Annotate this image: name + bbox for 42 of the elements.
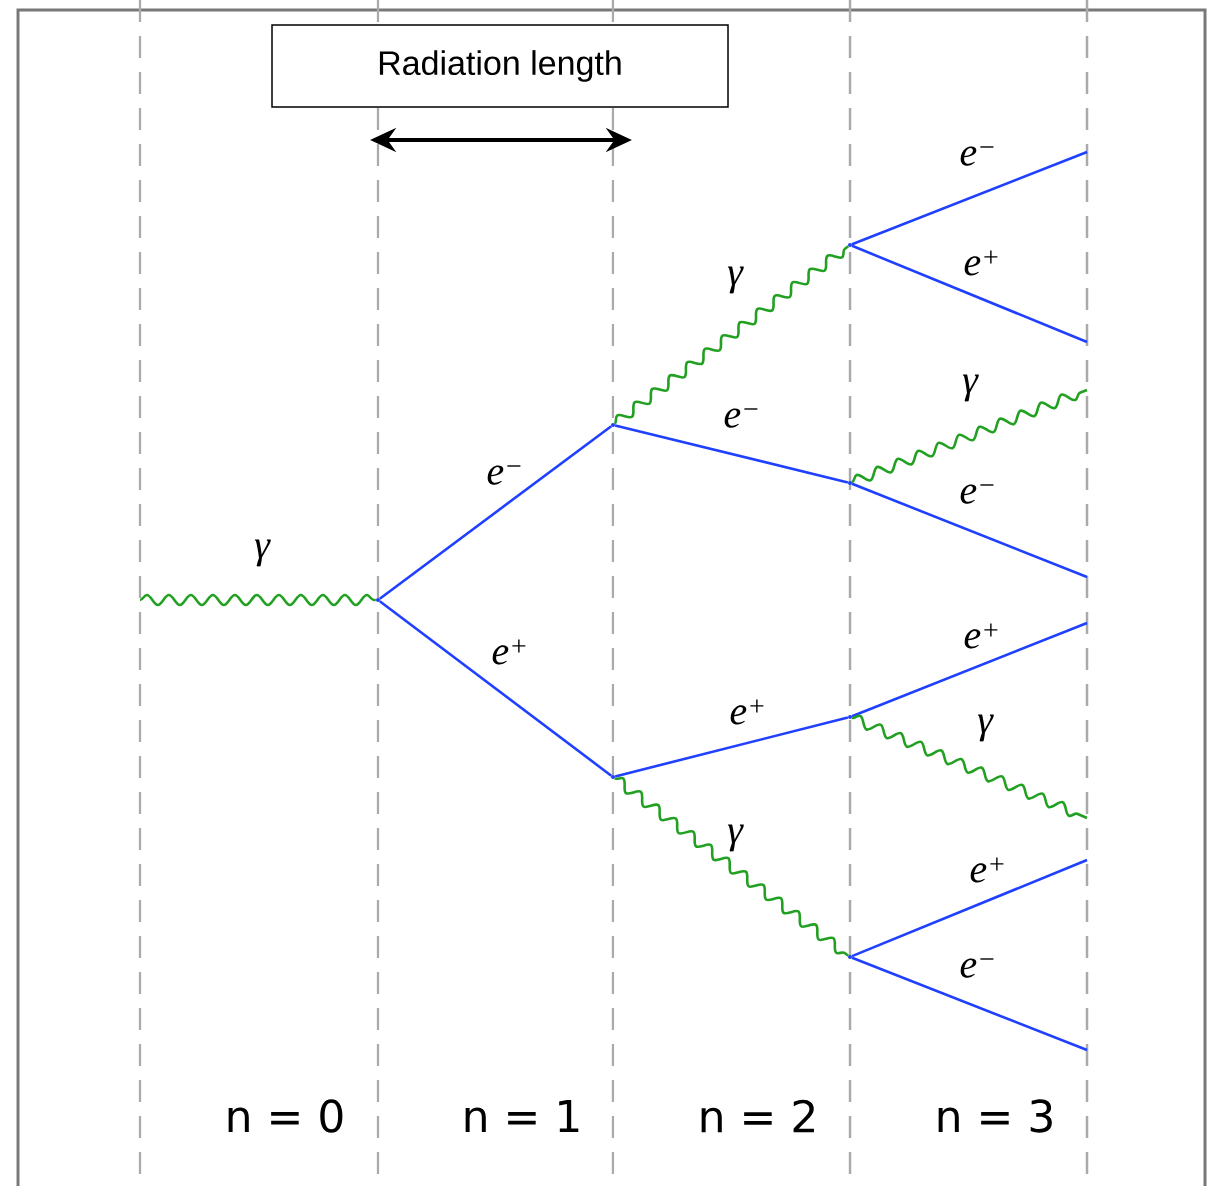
straight-line bbox=[851, 621, 1088, 718]
wavy-line bbox=[613, 245, 850, 425]
step-label: n = 2 bbox=[701, 1099, 814, 1133]
step-label: n = 3 bbox=[938, 1099, 1052, 1133]
edge-label: γ bbox=[962, 374, 979, 402]
step-label: n = 0 bbox=[228, 1099, 343, 1133]
wavy-line bbox=[851, 388, 1088, 483]
edge-label: e$^{−}$ bbox=[960, 958, 994, 978]
wavy-line bbox=[139, 593, 376, 607]
edge-label: e$^{−}$ bbox=[960, 146, 994, 166]
straight-line bbox=[851, 482, 1088, 579]
straight-line bbox=[851, 956, 1088, 1052]
edge-label: e$^{+}$ bbox=[492, 639, 526, 665]
edge-label: γ bbox=[727, 266, 744, 294]
edge-label: γ bbox=[254, 539, 271, 567]
wavy-line bbox=[614, 777, 850, 957]
edge-label: e$^{+}$ bbox=[964, 250, 998, 276]
straight-line bbox=[851, 150, 1088, 246]
straight-line bbox=[379, 425, 613, 600]
edge-label: γ bbox=[977, 714, 994, 742]
edge-label: e$^{−}$ bbox=[487, 465, 521, 485]
straight-line bbox=[851, 858, 1088, 958]
vertex bbox=[376, 598, 380, 602]
vertex bbox=[611, 775, 615, 779]
edge-label: e$^{−}$ bbox=[960, 484, 994, 504]
edge-label: e$^{+}$ bbox=[730, 699, 764, 725]
wavy-line bbox=[851, 714, 1088, 820]
edge-label: e$^{+}$ bbox=[970, 857, 1004, 883]
title-box: Radiation length bbox=[271, 24, 729, 108]
straight-line bbox=[614, 716, 849, 778]
step-label: n = 1 bbox=[465, 1099, 579, 1133]
vertex bbox=[848, 481, 852, 485]
vertex bbox=[611, 423, 615, 427]
edge-label: γ bbox=[727, 824, 744, 852]
edge-label: e$^{+}$ bbox=[964, 623, 998, 649]
vertex bbox=[848, 243, 852, 247]
edge-label: e$^{−}$ bbox=[724, 408, 758, 428]
vertex bbox=[848, 715, 852, 719]
straight-line bbox=[851, 244, 1088, 344]
vertex bbox=[848, 955, 852, 959]
straight-line bbox=[379, 600, 613, 777]
straight-line bbox=[614, 424, 849, 484]
